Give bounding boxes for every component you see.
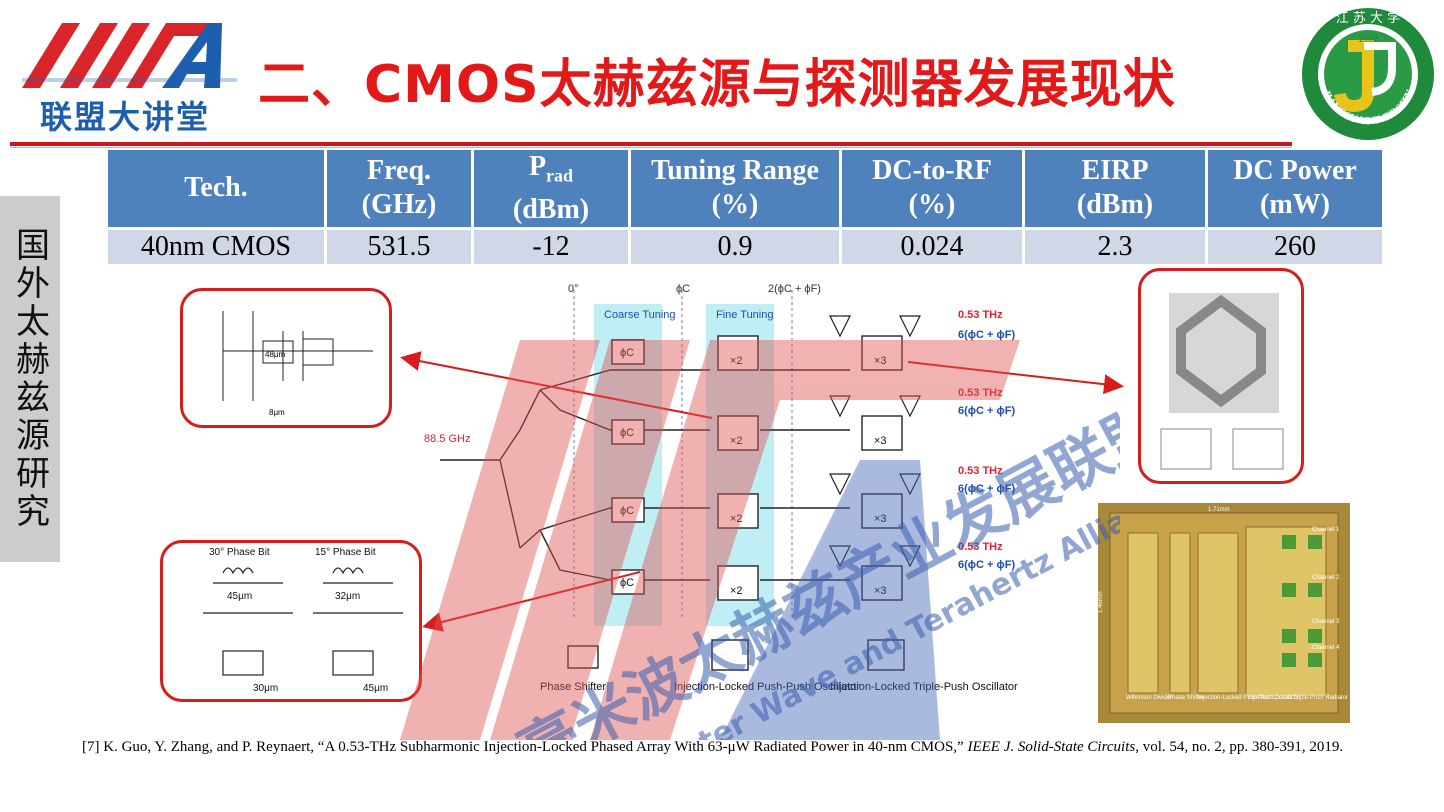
svg-text:ϕC: ϕC — [620, 577, 634, 589]
arrow-to-oscillator — [400, 351, 713, 419]
chip-die-photo: 1.71mm 1.46mm Wilkinson Divider Phase Sh… — [1098, 503, 1350, 723]
svg-text:Injection-Locked Triple-Push R: Injection-Locked Triple-Push Radiator — [1248, 695, 1348, 701]
out-phase-1: 6(ϕC + ϕF) — [958, 329, 1015, 341]
svg-text:×3: ×3 — [874, 355, 887, 367]
svg-text:×2: ×2 — [730, 585, 743, 597]
header-prad: Prad(dBm) — [474, 150, 631, 230]
header-tuning-range: Tuning Range(%) — [631, 150, 842, 230]
citation: [7] K. Guo, Y. Zhang, and P. Reynaert, “… — [82, 737, 1382, 757]
svg-text:×2: ×2 — [730, 435, 743, 447]
svg-text:Phase Shifter: Phase Shifter — [1168, 695, 1204, 701]
input-freq-label: 88.5 GHz — [424, 433, 470, 445]
svg-text:Channel 1: Channel 1 — [1312, 527, 1340, 533]
out-phase-4: 6(ϕC + ϕF) — [958, 559, 1015, 571]
out-freq-1: 0.53 THz — [958, 309, 1003, 321]
svg-text:1.71mm: 1.71mm — [1208, 507, 1230, 513]
cell-dc-to-rf: 0.024 — [842, 229, 1025, 264]
svg-text:×3: ×3 — [874, 513, 887, 525]
header-dc-to-rf: DC-to-RF(%) — [842, 150, 1025, 230]
cell-tech: 40nm CMOS — [108, 229, 327, 264]
university-chars: 江 苏 大 学 — [1336, 10, 1400, 26]
cell-prad: -12 — [474, 229, 631, 264]
svg-text:Channel 2: Channel 2 — [1312, 575, 1340, 581]
phase-label-0: 0° — [568, 283, 579, 295]
svg-text:30μm: 30μm — [253, 683, 278, 694]
cell-eirp: 2.3 — [1025, 229, 1208, 264]
svg-text:×3: ×3 — [874, 585, 887, 597]
out-freq-4: 0.53 THz — [958, 541, 1003, 553]
header-eirp: EIRP(dBm) — [1025, 150, 1208, 230]
svg-text:48μm: 48μm — [265, 350, 286, 359]
spec-table: Tech. Freq.(GHz) Prad(dBm) Tuning Range(… — [108, 150, 1382, 264]
legend-push-push: Injection-Locked Push-Push Oscillator — [674, 681, 860, 693]
svg-text:ϕC: ϕC — [620, 427, 634, 439]
inset-oscillator-schematic: 48μm 8μm — [180, 288, 392, 428]
header-tech: Tech. — [108, 150, 327, 230]
citation-text: [7] K. Guo, Y. Zhang, and P. Reynaert, “… — [82, 739, 968, 755]
svg-text:15° Phase Bit: 15° Phase Bit — [315, 547, 376, 558]
legend-phase-shifter: Phase Shifter — [540, 681, 606, 693]
svg-text:45μm: 45μm — [363, 683, 388, 694]
header-dc-power: DC Power(mW) — [1208, 150, 1382, 230]
header-divider — [10, 142, 1292, 146]
svg-text:Channel 4: Channel 4 — [1312, 645, 1340, 651]
citation-journal: IEEE J. Solid-State Circuits — [967, 739, 1136, 755]
arrow-to-phase-bit — [422, 571, 641, 632]
cell-dc-power: 260 — [1208, 229, 1382, 264]
fine-tuning-label: Fine Tuning — [716, 309, 773, 321]
svg-text:Wilkinson Divider: Wilkinson Divider — [1126, 695, 1172, 701]
out-phase-2: 6(ϕC + ϕF) — [958, 405, 1015, 417]
university-year: 1902 — [1358, 34, 1378, 44]
svg-text:8μm: 8μm — [269, 408, 285, 417]
inset-phase-bit-schematic: 30° Phase Bit 15° Phase Bit 45μm 32μm 30… — [160, 540, 422, 702]
out-phase-3: 6(ϕC + ϕF) — [958, 483, 1015, 495]
svg-text:Injection-Locked Push-Push Osc: Injection-Locked Push-Push Oscillator — [1198, 695, 1299, 701]
svg-text:×3: ×3 — [874, 435, 887, 447]
university-logo: 1902 JIANGSU UNIVERSITY 江 苏 大 学 — [1300, 6, 1436, 142]
out-freq-3: 0.53 THz — [958, 465, 1003, 477]
svg-text:ϕC: ϕC — [620, 347, 634, 359]
phased-array-diagram: 0° ϕC 2(ϕC + ϕF) Coarse Tuning Fine Tuni… — [424, 283, 1018, 693]
svg-text:Channel 3: Channel 3 — [1312, 619, 1340, 625]
alliance-logo-mark — [22, 23, 237, 88]
svg-text:1.46mm: 1.46mm — [1098, 591, 1104, 613]
out-freq-2: 0.53 THz — [958, 387, 1003, 399]
svg-text:ϕC: ϕC — [620, 505, 634, 517]
header-freq: Freq.(GHz) — [327, 150, 474, 230]
page-title: 二、CMOS太赫兹源与探测器发展现状 — [258, 55, 1176, 115]
svg-text:×2: ×2 — [730, 513, 743, 525]
alliance-logo-text: 联盟大讲堂 — [40, 98, 211, 136]
phase-label-c: ϕC — [676, 283, 690, 295]
citation-tail: , vol. 54, no. 2, pp. 380-391, 2019. — [1135, 739, 1344, 755]
svg-text:45μm: 45μm — [227, 591, 252, 602]
side-section-label: 国外太赫兹源研究 — [0, 196, 60, 562]
legend-triple-push: Injection-Locked Triple-Push Oscillator — [830, 681, 1018, 693]
cell-tuning-range: 0.9 — [631, 229, 842, 264]
svg-text:32μm: 32μm — [335, 591, 360, 602]
alliance-logo: 联盟大讲堂 — [22, 18, 242, 136]
cell-freq: 531.5 — [327, 229, 474, 264]
svg-text:30° Phase Bit: 30° Phase Bit — [209, 547, 270, 558]
svg-text:×2: ×2 — [730, 355, 743, 367]
inset-radiator-layout — [1138, 268, 1304, 484]
phase-label-2cf: 2(ϕC + ϕF) — [768, 283, 821, 295]
header-divider-thin — [10, 147, 1292, 148]
side-section-text: 国外太赫兹源研究 — [9, 227, 50, 531]
table-header-row: Tech. Freq.(GHz) Prad(dBm) Tuning Range(… — [108, 150, 1382, 230]
arrow-to-radiator — [907, 361, 1124, 395]
table-row: 40nm CMOS 531.5 -12 0.9 0.024 2.3 260 — [108, 229, 1382, 264]
coarse-tuning-label: Coarse Tuning — [604, 309, 676, 321]
